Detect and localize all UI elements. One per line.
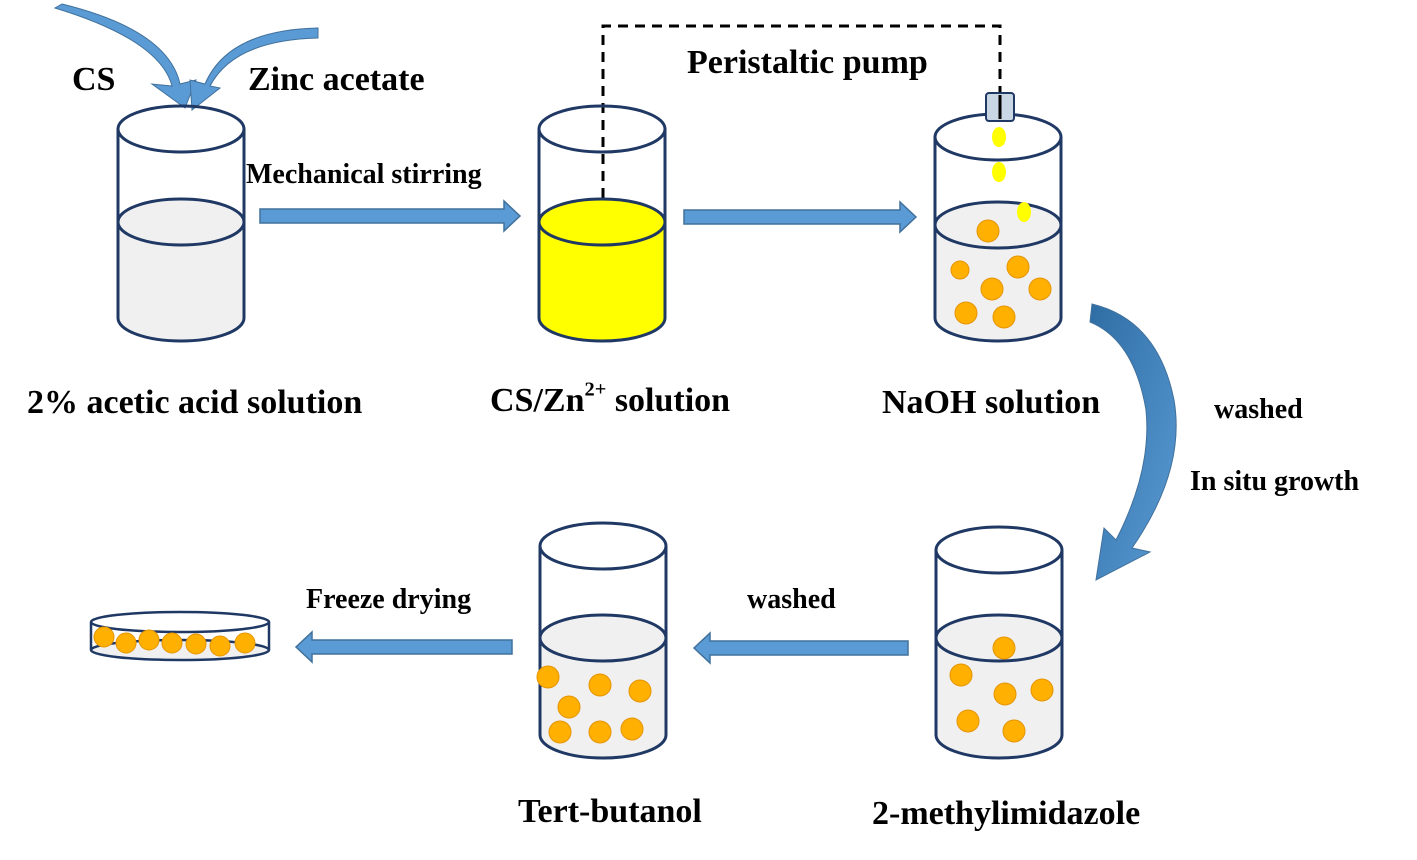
dried-beads bbox=[93, 626, 256, 657]
arrow-in-situ-growth bbox=[1089, 303, 1177, 581]
tert-butanol-beads bbox=[536, 665, 652, 744]
peristaltic-pump-label: Peristaltic pump bbox=[687, 44, 928, 81]
cs-label: CS bbox=[72, 61, 116, 98]
in-situ-growth-label: In situ growth bbox=[1190, 466, 1360, 497]
naoh-beads bbox=[950, 219, 1052, 329]
freeze-drying-label: Freeze drying bbox=[306, 584, 472, 615]
arrow-freeze-drying bbox=[294, 630, 513, 664]
naoh-label: NaOH solution bbox=[882, 384, 1101, 421]
washed-right-label: washed bbox=[1214, 394, 1303, 425]
cs-zn-label: CS/Zn2+ solution bbox=[490, 378, 731, 419]
pump-tubing-line bbox=[601, 24, 1002, 198]
arrow-to-naoh bbox=[683, 200, 918, 234]
washed-bottom-label: washed bbox=[747, 584, 836, 615]
mechanical-stirring-label: Mechanical stirring bbox=[246, 159, 482, 190]
zinc-acetate-label: Zinc acetate bbox=[248, 61, 425, 98]
methylimidazole-beads bbox=[949, 636, 1054, 743]
tert-butanol-label: Tert-butanol bbox=[518, 793, 702, 830]
beaker-acetic-acid bbox=[116, 104, 246, 343]
arrow-stirring bbox=[259, 199, 522, 233]
beaker-cs-zn bbox=[537, 104, 667, 343]
methylimidazole-label: 2-methylimidazole bbox=[872, 795, 1141, 832]
pump-nozzle bbox=[985, 92, 1015, 122]
droplet bbox=[1017, 202, 1031, 222]
arrow-washed bbox=[692, 631, 909, 665]
droplet bbox=[992, 162, 1006, 182]
zinc-input-arrow bbox=[189, 27, 319, 111]
droplet bbox=[992, 127, 1006, 147]
acetic-acid-label: 2% acetic acid solution bbox=[27, 384, 363, 421]
